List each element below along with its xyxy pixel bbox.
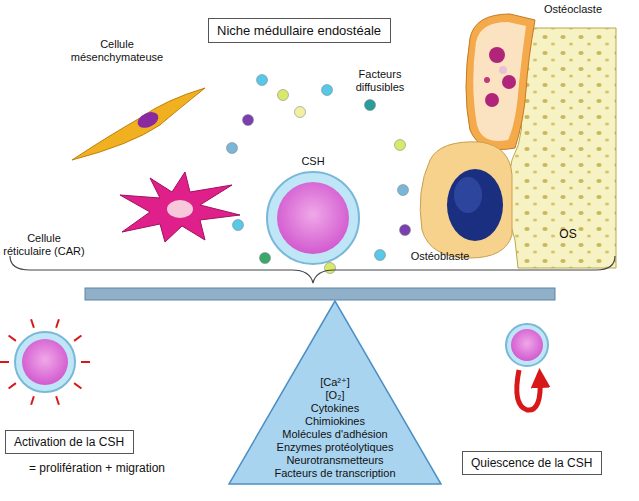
- osteoblast: [454, 177, 482, 213]
- activated-hsc: [56, 319, 59, 328]
- diffusible-factors: [295, 107, 306, 118]
- hsc-cell: [277, 182, 349, 254]
- osteoblast: [447, 169, 503, 241]
- diffusible-factors: [227, 143, 238, 154]
- factor-item: Facteurs de transcription: [228, 467, 442, 480]
- diffusible-factors: [325, 263, 336, 274]
- osteoclast: [466, 14, 535, 150]
- activated-hsc: [9, 336, 16, 341]
- activated-hsc: [56, 396, 59, 405]
- osteoclast: [473, 22, 526, 141]
- quiescent-hsc: [506, 324, 548, 410]
- osteoclast: [466, 14, 535, 150]
- factor-item: Enzymes protéolytiques: [228, 441, 442, 454]
- label: Ostéoblaste: [395, 250, 485, 263]
- quiescent-hsc: [511, 329, 543, 361]
- label: = prolifération + migration: [2, 462, 192, 475]
- factor-triangle: [Ca²⁺][O₂]CytokinesChimiokinesMolécules …: [228, 300, 442, 485]
- diffusible-factors: [365, 100, 376, 111]
- diffusible-factors: [257, 75, 268, 86]
- osteoclast: [484, 77, 490, 83]
- reticular-cell: [120, 172, 240, 242]
- quiescent-hsc: [506, 324, 548, 366]
- activated-hsc: [74, 336, 81, 341]
- box-text: Activation de la CSH: [14, 435, 125, 449]
- diffusible-factors: [243, 115, 254, 126]
- diffusible-factors: [398, 185, 409, 196]
- state-box: Activation de la CSH: [5, 430, 134, 454]
- state-box: Quiescence de la CSH: [462, 451, 602, 475]
- diffusible-factors: [400, 225, 411, 236]
- factor-item: Molécules d'adhésion: [228, 428, 442, 441]
- mesenchymal-cell: [135, 109, 161, 131]
- osteoclast: [499, 66, 507, 74]
- osteoclast: [485, 93, 499, 107]
- factor-item: [O₂]: [228, 389, 442, 402]
- hsc-cell: [267, 172, 359, 264]
- activated-hsc: [0, 319, 90, 405]
- reticular-cell: [120, 172, 240, 242]
- box-text: Niche médullaire endostéale: [217, 23, 382, 38]
- activated-hsc: [81, 361, 90, 363]
- label: OS: [548, 228, 588, 241]
- diffusible-factors: [233, 220, 244, 231]
- box-text: Quiescence de la CSH: [471, 456, 593, 470]
- activated-hsc: [9, 383, 16, 388]
- diffusible-factors: [278, 90, 289, 101]
- label: CSH: [290, 155, 336, 168]
- factor-item: Cytokines: [228, 402, 442, 415]
- activated-hsc: [0, 361, 9, 363]
- osteoblast: [420, 142, 512, 258]
- diffusible-factors: [395, 140, 406, 151]
- mesenchymal-cell: [72, 88, 205, 160]
- factor-item: Neurotransmetteurs: [228, 454, 442, 467]
- diffusible-factors: [227, 75, 411, 274]
- factor-item: Chimiokines: [228, 415, 442, 428]
- label: Cellule réticulaire (CAR): [2, 232, 86, 258]
- reticular-cell: [167, 200, 193, 218]
- hsc-cell: [267, 172, 359, 264]
- label: Ostéoclaste: [528, 3, 618, 16]
- diffusible-factors: [375, 250, 386, 261]
- mesenchymal-cell: [72, 88, 205, 160]
- brace: [10, 256, 615, 283]
- quiescent-hsc: [517, 370, 540, 410]
- osteoclast: [502, 75, 516, 89]
- osteoclast: [489, 47, 505, 63]
- diffusible-factors: [260, 253, 271, 264]
- label: Cellule mésenchymateuse: [62, 38, 172, 64]
- title-box: Niche médullaire endostéale: [208, 18, 391, 43]
- activated-hsc: [15, 332, 75, 392]
- osteoblast: [420, 142, 512, 258]
- activated-hsc: [22, 339, 68, 385]
- activated-hsc: [31, 319, 34, 328]
- factor-item: [Ca²⁺]: [228, 376, 442, 389]
- activated-hsc: [74, 383, 81, 388]
- balance-beam: [85, 288, 555, 300]
- diffusible-factors: [322, 85, 333, 96]
- triangle-shape: [229, 301, 441, 484]
- label: Facteurs diffusibles: [340, 68, 420, 94]
- activated-hsc: [31, 396, 34, 405]
